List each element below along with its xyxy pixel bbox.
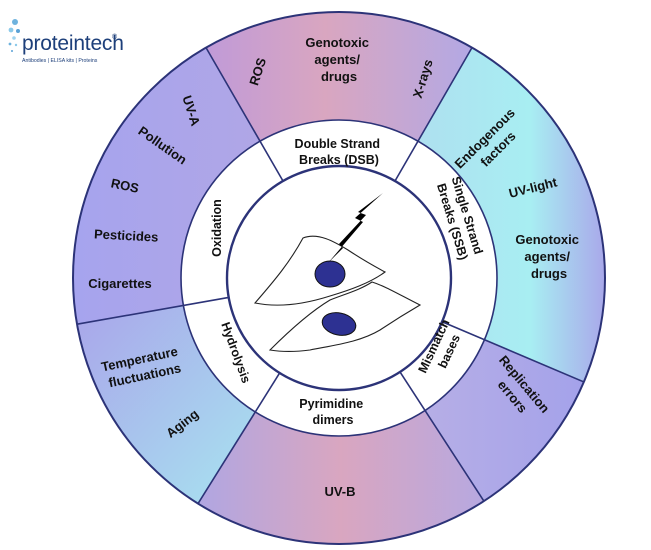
nucleus-lower bbox=[321, 312, 357, 336]
proteintech-logo: proteintech ® Antibodies | ELISA kits | … bbox=[6, 12, 131, 67]
logo-brand-name: proteintech bbox=[22, 32, 124, 55]
label-uv-b: UV-B bbox=[324, 484, 355, 499]
divider-mismatch bbox=[441, 321, 585, 383]
divider-dsb bbox=[205, 47, 284, 182]
lightning-bolt-icon bbox=[328, 193, 383, 263]
label-ssb-genotoxic: Genotoxic agents/ drugs bbox=[515, 232, 582, 281]
sector-ssb bbox=[418, 47, 605, 382]
nucleus-upper bbox=[314, 260, 346, 288]
outer-ring-border bbox=[72, 11, 606, 545]
divider-hydrolysis bbox=[197, 372, 281, 505]
sector-hydrolysis bbox=[77, 305, 256, 504]
label-cigarettes: Cigarettes bbox=[88, 276, 152, 291]
sector-oxidation bbox=[73, 47, 260, 325]
label-pesticides: Pesticides bbox=[94, 226, 159, 244]
label-dsb-genotoxic: Genotoxic agents/ drugs bbox=[305, 35, 372, 84]
logo-registered-mark: ® bbox=[112, 34, 118, 41]
svg-text:Pesticides: Pesticides bbox=[94, 226, 159, 244]
label-oxidation: Oxidation bbox=[210, 199, 224, 257]
cell-illustration bbox=[253, 193, 422, 353]
label-dsb: Double Strand Breaks (DSB) bbox=[295, 137, 384, 167]
sector-mismatch bbox=[425, 339, 584, 502]
svg-text:ROS: ROS bbox=[110, 175, 141, 196]
label-oxidation-ros: ROS bbox=[110, 175, 141, 196]
divider-oxidation bbox=[76, 296, 229, 325]
label-pyrimidine: Pyrimidine dimers bbox=[299, 397, 366, 427]
divider-ssb bbox=[394, 47, 473, 182]
logo-mark-icon bbox=[8, 19, 20, 52]
sector-dsb bbox=[206, 11, 472, 142]
logo-tagline: Antibodies | ELISA kits | Proteins bbox=[22, 58, 98, 64]
middle-ring-border bbox=[180, 119, 498, 437]
divider-pyrimidine bbox=[399, 371, 485, 502]
sector-pyrimidine bbox=[198, 410, 484, 544]
svg-text:Oxidation: Oxidation bbox=[210, 199, 224, 257]
